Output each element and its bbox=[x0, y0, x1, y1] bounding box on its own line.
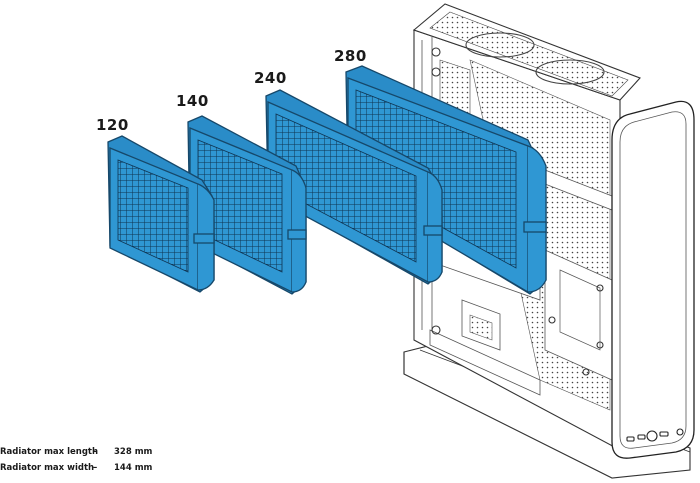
radiator-140 bbox=[187, 115, 307, 295]
radiator-280-label: 280 bbox=[334, 47, 367, 65]
case-front-panel bbox=[611, 100, 695, 459]
usb-port-2 bbox=[637, 434, 646, 440]
power-button bbox=[646, 430, 658, 442]
spec-dash: – bbox=[93, 447, 98, 457]
spec-value: 328 mm bbox=[114, 447, 153, 457]
spec-name: Radiator max length bbox=[0, 447, 99, 457]
spec-row-max-length: Radiator max length – 328 mm bbox=[0, 444, 152, 460]
radiator-240-label: 240 bbox=[254, 69, 287, 87]
spec-row-max-width: Radiator max width – 144 mm bbox=[0, 460, 152, 476]
spec-dash: – bbox=[93, 463, 98, 473]
spec-value: 144 mm bbox=[114, 463, 153, 473]
radiator-140-label: 140 bbox=[176, 92, 209, 110]
usb-c-port bbox=[659, 431, 669, 437]
audio-jack bbox=[676, 428, 684, 436]
usb-port-1 bbox=[626, 436, 635, 442]
radiator-specs: Radiator max length – 328 mm Radiator ma… bbox=[0, 444, 152, 476]
radiator-120 bbox=[107, 135, 215, 293]
spec-name: Radiator max width bbox=[0, 463, 95, 473]
radiator-120-label: 120 bbox=[96, 116, 129, 134]
radiator-240 bbox=[265, 89, 443, 285]
